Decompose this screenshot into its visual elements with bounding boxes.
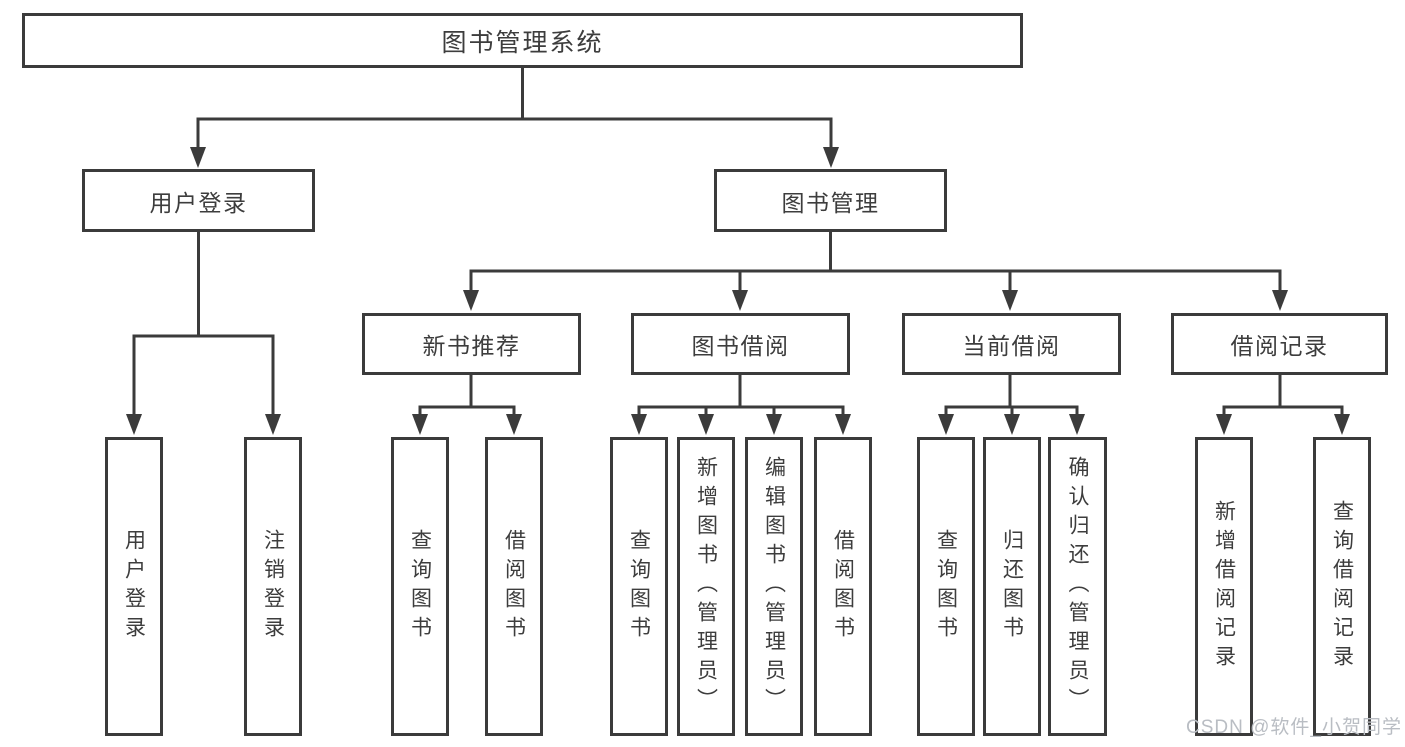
connector-current-children bbox=[938, 372, 1085, 435]
node-new-book-recommend-label: 新书推荐 bbox=[422, 333, 521, 359]
leaf-user-login: 用户登录 bbox=[105, 437, 163, 736]
node-book-borrow: 图书借阅 bbox=[631, 313, 850, 375]
connector-root-to-level2 bbox=[190, 66, 839, 168]
leaf-query-borrow-record-label: 查询借阅记录 bbox=[1330, 499, 1354, 674]
connector-book-mgmt-children bbox=[463, 230, 1288, 311]
node-library-system-label: 图书管理系统 bbox=[441, 28, 604, 57]
node-borrow-records: 借阅记录 bbox=[1171, 313, 1388, 375]
leaf-recommend-query-books: 查询图书 bbox=[391, 437, 449, 736]
leaf-add-borrow-record: 新增借阅记录 bbox=[1195, 437, 1253, 736]
connector-user-login-children bbox=[126, 230, 281, 435]
leaf-borrow-query-books: 查询图书 bbox=[610, 437, 668, 736]
node-current-borrow-label: 当前借阅 bbox=[962, 333, 1061, 359]
node-library-system: 图书管理系统 bbox=[22, 13, 1023, 68]
leaf-return-books-label: 归还图书 bbox=[1000, 528, 1024, 645]
leaf-borrow-query-books-label: 查询图书 bbox=[627, 528, 651, 645]
leaf-borrow-books: 借阅图书 bbox=[814, 437, 872, 736]
leaf-query-borrow-record: 查询借阅记录 bbox=[1313, 437, 1371, 736]
leaf-logout-label: 注销登录 bbox=[261, 528, 285, 645]
node-book-management: 图书管理 bbox=[714, 169, 947, 232]
connector-new-books-children bbox=[412, 372, 522, 435]
leaf-borrow-books-label: 借阅图书 bbox=[831, 528, 855, 645]
node-book-management-label: 图书管理 bbox=[781, 189, 880, 216]
csdn-watermark: CSDN @软件_小贺同学 bbox=[1186, 717, 1402, 738]
node-new-book-recommend: 新书推荐 bbox=[362, 313, 581, 375]
node-current-borrow: 当前借阅 bbox=[902, 313, 1121, 375]
leaf-current-query-books: 查询图书 bbox=[917, 437, 975, 736]
connector-records-children bbox=[1216, 372, 1350, 435]
leaf-recommend-borrow-books: 借阅图书 bbox=[485, 437, 543, 736]
leaf-edit-books-admin: 编辑图书（管理员） bbox=[745, 437, 803, 736]
node-borrow-records-label: 借阅记录 bbox=[1230, 333, 1329, 359]
leaf-confirm-return-admin: 确认归还（管理员） bbox=[1048, 437, 1107, 736]
leaf-confirm-return-admin-label: 确认归还（管理员） bbox=[1066, 456, 1090, 717]
node-book-borrow-label: 图书借阅 bbox=[691, 333, 790, 359]
leaf-recommend-query-books-label: 查询图书 bbox=[408, 528, 432, 645]
connector-borrow-children bbox=[631, 372, 851, 435]
leaf-return-books: 归还图书 bbox=[983, 437, 1041, 736]
node-user-login: 用户登录 bbox=[82, 169, 315, 232]
leaf-add-borrow-record-label: 新增借阅记录 bbox=[1212, 499, 1236, 674]
leaf-recommend-borrow-books-label: 借阅图书 bbox=[502, 528, 526, 645]
leaf-add-books-admin-label: 新增图书（管理员） bbox=[694, 456, 718, 717]
node-user-login-label: 用户登录 bbox=[149, 189, 248, 216]
leaf-edit-books-admin-label: 编辑图书（管理员） bbox=[762, 456, 786, 717]
leaf-logout: 注销登录 bbox=[244, 437, 302, 736]
leaf-user-login-label: 用户登录 bbox=[122, 528, 146, 645]
leaf-add-books-admin: 新增图书（管理员） bbox=[677, 437, 735, 736]
leaf-current-query-books-label: 查询图书 bbox=[934, 528, 958, 645]
